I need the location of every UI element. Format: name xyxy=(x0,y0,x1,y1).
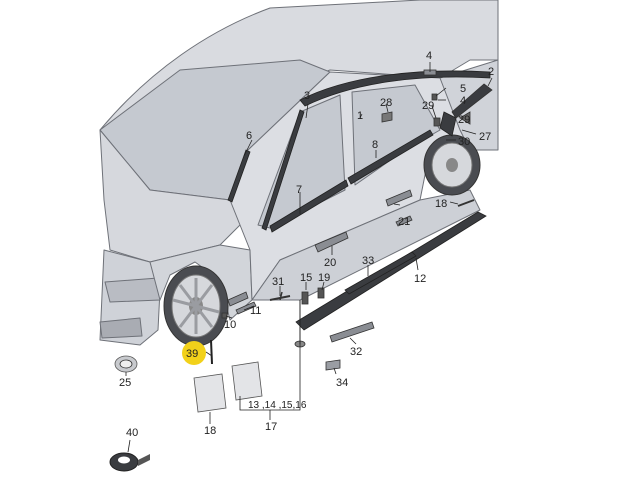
a-pillar-trim xyxy=(227,149,251,203)
sill-insert xyxy=(344,251,417,295)
label-33: 33 xyxy=(362,255,374,267)
label-21: 21 xyxy=(398,216,410,228)
label-2: 2 xyxy=(488,66,494,78)
label-25: 25 xyxy=(119,377,131,389)
adhesive-packets xyxy=(193,361,263,413)
label-28: 28 xyxy=(380,97,392,109)
front-door-belt-strip xyxy=(269,179,349,233)
loose-parts xyxy=(114,69,493,373)
label-3: 3 xyxy=(304,90,310,102)
roof-molding xyxy=(299,70,491,107)
highlight-marker xyxy=(182,341,206,365)
label-8: 8 xyxy=(372,139,378,151)
front-wheel xyxy=(163,265,229,347)
label-10: 10 xyxy=(224,319,236,331)
trim-parts xyxy=(227,70,491,331)
label-15: 15 xyxy=(300,272,312,284)
label-18-top: 18 xyxy=(435,198,447,210)
rear-door-belt-strip xyxy=(347,129,434,185)
leader-lines xyxy=(125,62,493,453)
label-39: 39 xyxy=(186,348,198,360)
label-7: 7 xyxy=(296,184,302,196)
tape-roll-icon xyxy=(109,452,150,472)
headlight xyxy=(104,277,161,303)
sill-trim xyxy=(295,211,487,331)
label-13-16: 13 ,14 ,15,16 xyxy=(248,400,307,411)
label-30: 30 xyxy=(458,136,470,148)
label-32: 32 xyxy=(350,346,362,358)
label-29b: 29 xyxy=(458,114,470,126)
label-29a: 29 xyxy=(422,100,434,112)
label-11: 11 xyxy=(250,305,261,317)
label-5: 5 xyxy=(460,83,466,95)
callout-labels: 1 2 3 4 4 5 6 7 8 10 11 12 15 18 18 19 2… xyxy=(119,50,494,439)
fog-light xyxy=(99,317,143,339)
label-31: 31 xyxy=(272,276,284,288)
label-20: 20 xyxy=(324,257,336,269)
label-19: 19 xyxy=(318,272,330,284)
label-34: 34 xyxy=(336,377,348,389)
label-6: 6 xyxy=(246,130,252,142)
label-4: 4 xyxy=(426,50,432,62)
label-1: 1 xyxy=(357,110,363,122)
rear-wheel xyxy=(423,134,481,196)
label-17: 17 xyxy=(265,421,277,433)
label-18: 18 xyxy=(204,425,216,437)
label-40: 40 xyxy=(126,427,138,439)
label-4b: 4 xyxy=(460,95,466,107)
label-27: 27 xyxy=(479,131,491,143)
rear-window-trim xyxy=(439,111,457,137)
front-door-frame xyxy=(261,109,305,231)
label-12: 12 xyxy=(414,273,426,285)
